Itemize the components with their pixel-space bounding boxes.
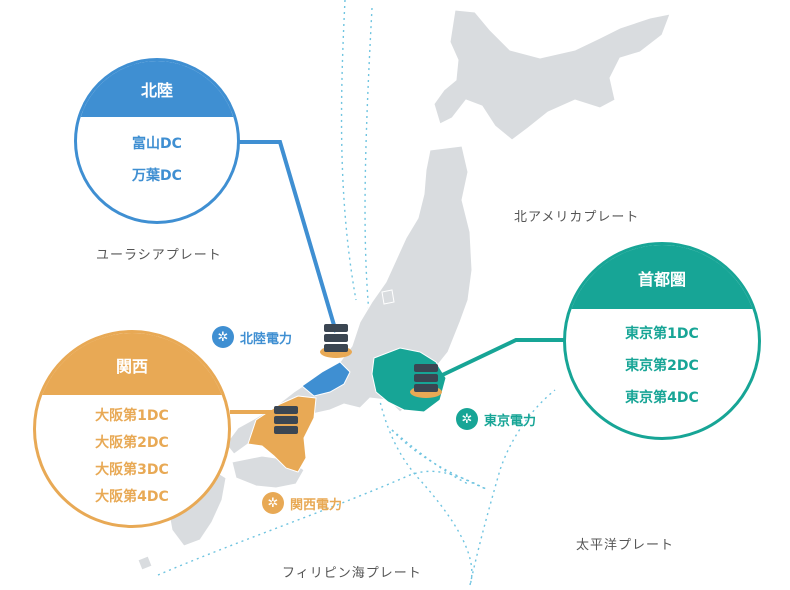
kansai-utility: ✲ 関西電力 [262, 492, 342, 514]
philippine-plate-label: フィリピン海プレート [282, 566, 422, 581]
kansai-utility-label: 関西電力 [290, 497, 343, 513]
shutoken-utility: ✲ 東京電力 [456, 408, 536, 430]
pacific-plate-label: 太平洋プレート [576, 538, 675, 553]
southern-island [137, 555, 153, 571]
izu-trench-line [469, 389, 556, 586]
kansai-dc-1: 大阪第1DC [95, 408, 169, 424]
shutoken-dc-2: 東京第2DC [625, 358, 699, 374]
hokuriku-region [301, 361, 351, 397]
hokkaido [433, 9, 671, 141]
hokuriku-dc-1: 富山DC [132, 136, 182, 152]
hokuriku-connector [238, 140, 338, 333]
server-stack-icon-shutoken [410, 364, 442, 398]
sado-island [381, 289, 395, 305]
kansai-title: 関西 [36, 333, 228, 395]
hokuriku-title: 北陸 [77, 61, 237, 117]
hokuriku-dc-2: 万葉DC [132, 168, 182, 184]
shutoken-dc-1: 東京第1DC [625, 326, 699, 342]
kansai-dc-2: 大阪第2DC [95, 435, 169, 451]
north-american-plate-label: 北アメリカプレート [514, 210, 640, 225]
power-plant-icon: ✲ [456, 408, 478, 430]
honshu [225, 145, 473, 455]
shutoken-dc-3: 東京第4DC [625, 390, 699, 406]
shutoken-title: 首都圏 [566, 245, 758, 309]
kansai-callout: 関西 大阪第1DC 大阪第2DC 大阪第3DC 大阪第4DC [33, 330, 231, 528]
shutoken-utility-label: 東京電力 [484, 413, 537, 429]
shutoken-connector [435, 338, 566, 380]
nankai-trough-line [157, 470, 489, 576]
server-stack-icon-kansai [270, 406, 302, 440]
power-plant-icon: ✲ [212, 326, 234, 348]
shutoken-callout: 首都圏 東京第1DC 東京第2DC 東京第4DC [563, 242, 761, 440]
sagami-trough-line [391, 429, 489, 491]
hokuriku-callout: 北陸 富山DC 万葉DC [74, 58, 240, 224]
hokuriku-utility-label: 北陸電力 [240, 331, 293, 347]
kansai-dc-4: 大阪第4DC [95, 489, 169, 505]
power-plant-icon: ✲ [262, 492, 284, 514]
trench-line-west [340, 0, 357, 301]
hokuriku-utility: ✲ 北陸電力 [212, 326, 292, 348]
server-stack-icon-hokuriku [320, 324, 352, 358]
eurasian-plate-label: ユーラシアプレート [96, 248, 222, 263]
kansai-dc-3: 大阪第3DC [95, 462, 169, 478]
